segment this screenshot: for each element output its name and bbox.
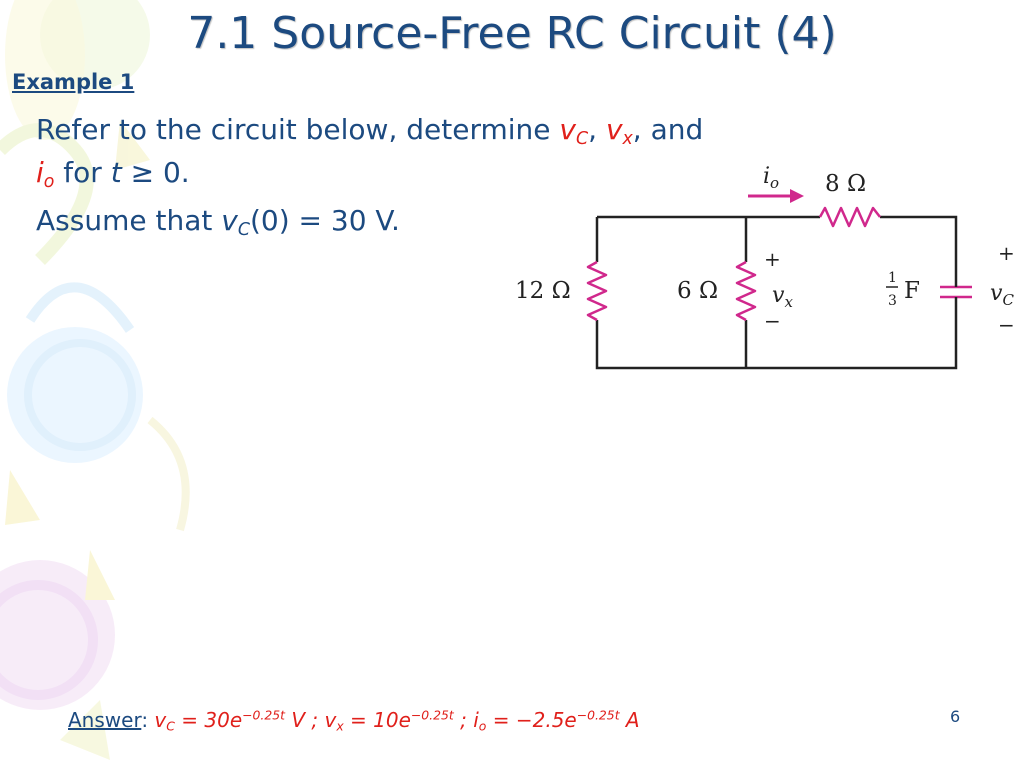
- problem-statement-line-1: Refer to the circuit below, determine vC…: [36, 108, 703, 151]
- current-arrow-icon: [748, 189, 804, 203]
- label-vc: vC: [990, 281, 1014, 309]
- conjunction: , and: [632, 113, 704, 146]
- cap-unit: F: [904, 278, 920, 304]
- var-t: t: [110, 156, 122, 189]
- var-vc: vC: [559, 113, 589, 149]
- label-8-ohm: 8 Ω: [825, 171, 866, 197]
- answer-label: Answer: [68, 708, 142, 732]
- label-vx: vx: [772, 283, 793, 311]
- problem-prefix: Refer to the circuit below, determine: [36, 113, 560, 146]
- label-6-ohm: 6 Ω: [677, 278, 718, 304]
- resistor-12-ohm: [586, 260, 608, 322]
- circuit-diagram: 12 Ω 6 Ω 8 Ω + − vx io 1 3 F + − vC: [515, 164, 1015, 370]
- answer-vc: vC = 30e−0.25t V ; vx = 10e−0.25t ; io =…: [154, 707, 640, 734]
- vx-plus: +: [764, 247, 781, 271]
- separator: ,: [588, 113, 606, 146]
- cap-denominator: 3: [888, 293, 897, 309]
- example-heading: Example 1: [12, 70, 135, 94]
- condition: ≥ 0.: [121, 156, 190, 189]
- var-vx: vx: [605, 113, 633, 149]
- assume-suffix: (0) = 30 V.: [249, 204, 400, 237]
- capacitor: [940, 285, 972, 299]
- label-12-ohm: 12 Ω: [515, 278, 571, 304]
- page-number: 6: [950, 707, 961, 726]
- cap-numerator: 1: [888, 270, 897, 286]
- label-io: io: [763, 164, 779, 192]
- answer-colon: :: [141, 708, 155, 732]
- answer-line: Answer: vC = 30e−0.25t V ; vx = 10e−0.25…: [68, 708, 640, 732]
- problem-statement-line-2: io for t ≥ 0.: [36, 151, 190, 194]
- var-vc-initial: vC: [221, 204, 250, 240]
- resistor-8-ohm: [818, 206, 881, 228]
- vc-minus: −: [998, 313, 1015, 337]
- wire-top-right: [880, 215, 958, 278]
- assume-prefix: Assume that: [36, 204, 222, 237]
- vc-plus: +: [998, 241, 1015, 265]
- for-text: for: [54, 156, 111, 189]
- slide-title: 7.1 Source-Free RC Circuit (4): [187, 8, 837, 59]
- wire-bottom: [595, 306, 958, 370]
- resistor-6-ohm: [735, 260, 757, 322]
- vx-minus: −: [764, 309, 781, 333]
- assumption-line: Assume that vC(0) = 30 V.: [36, 199, 400, 242]
- var-io: io: [36, 156, 55, 192]
